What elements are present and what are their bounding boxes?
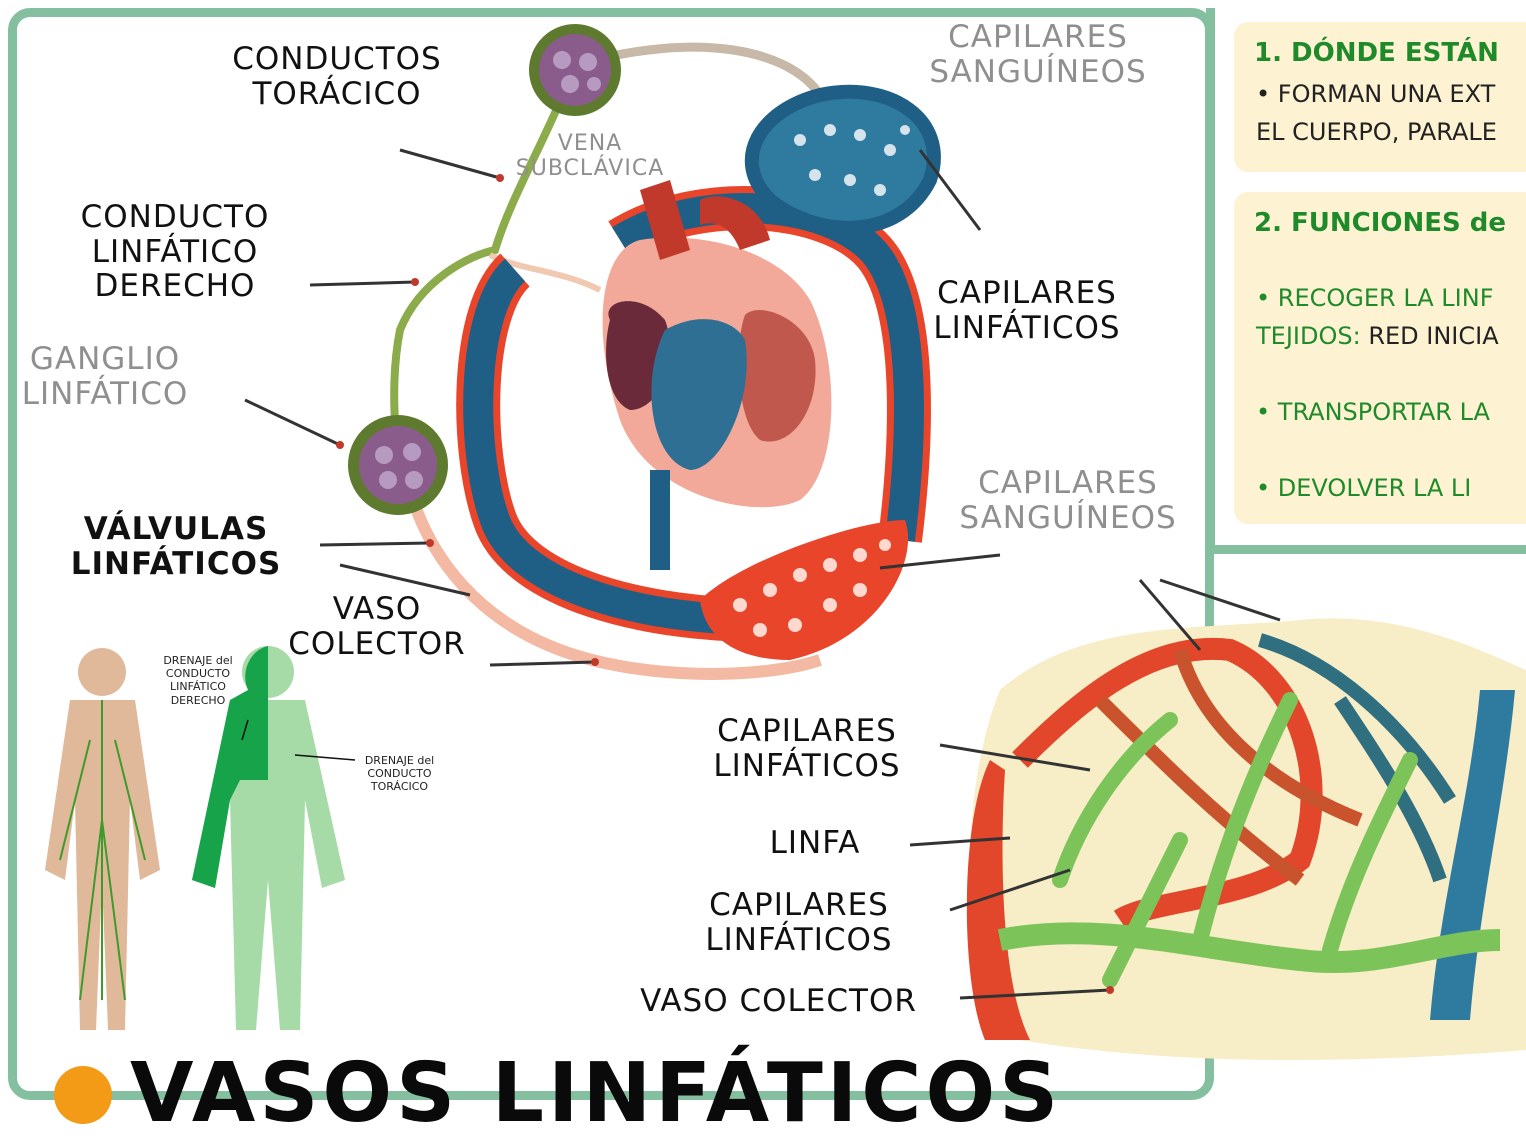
lymph-node-top <box>529 24 621 116</box>
main-frame <box>8 8 1214 1100</box>
card2-item3: • DEVOLVER LA LI <box>1256 474 1472 502</box>
frame-divider-vertical <box>1206 8 1215 554</box>
frame-divider-horizontal <box>1208 545 1526 554</box>
heart <box>602 180 832 570</box>
page-title: VASOS LINFÁTICOS <box>130 1046 1063 1141</box>
card1-line1: • FORMAN UNA EXT <box>1256 80 1496 108</box>
card2-item1a: • RECOGER LA LINF <box>1256 284 1494 312</box>
label-capilares-linfaticos-top: CAPILARES LINFÁTICOS <box>933 275 1121 346</box>
info-card-location: 1. DÓNDE ESTÁN • FORMAN UNA EXT EL CUERP… <box>1234 22 1526 172</box>
thoracic-duct-vessel <box>390 88 569 471</box>
card2-item1c: RED INICIA <box>1368 322 1499 350</box>
info-card-functions: 2. FUNCIONES de • RECOGER LA LINF TEJIDO… <box>1234 192 1526 524</box>
body-drainage-map <box>192 646 345 1030</box>
label-vena-subclavica: VENA SUBCLÁVICA <box>515 131 665 181</box>
label-vaso-colector-low: VASO COLECTOR <box>640 983 917 1019</box>
label-capilares-linfaticos-mid: CAPILARES LINFÁTICOS <box>713 713 901 784</box>
label-ganglio-linfatico: GANGLIO LINFÁTICO <box>21 341 189 412</box>
card2-heading: 2. FUNCIONES de <box>1254 208 1507 238</box>
label-capilares-sanguineos-top: CAPILARES SANGUÍNEOS <box>929 19 1147 90</box>
body-lymph-map <box>45 648 160 1030</box>
lymph-node-bottom <box>348 415 448 515</box>
blood-capillaries-top <box>744 84 941 235</box>
label-valvulas-linfaticos: VÁLVULAS LINFÁTICOS <box>70 511 282 582</box>
blood-capillaries-bottom <box>700 520 909 660</box>
card1-line2: EL CUERPO, PARALE <box>1256 118 1497 146</box>
label-capilares-linfaticos-low: CAPILARES LINFÁTICOS <box>705 887 893 958</box>
label-linfa: LINFA <box>769 825 861 861</box>
label-drenaje-toracico: DRENAJE del CONDUCTO TORÁCICO <box>364 754 435 794</box>
collector-vessel <box>404 488 822 680</box>
label-conductos-toracico: CONDUCTOS TORÁCICO <box>232 41 442 112</box>
label-drenaje-derecho: DRENAJE del CONDUCTO LINFÁTICO DERECHO <box>163 654 233 707</box>
card2-item2: • TRANSPORTAR LA <box>1256 398 1490 426</box>
title-bullet-icon <box>54 1066 112 1124</box>
pointer-lines <box>244 148 1281 1000</box>
label-vaso-colector-top: VASO COLECTOR <box>288 591 466 662</box>
card2-item1b: TEJIDOS: <box>1256 322 1361 350</box>
label-conducto-linfatico-derecho: CONDUCTO LINFÁTICO DERECHO <box>80 199 270 305</box>
capillary-bed-illustration <box>966 618 1526 1060</box>
card2-item1-line2: TEJIDOS: RED INICIA <box>1256 322 1499 350</box>
card1-heading: 1. DÓNDE ESTÁN <box>1254 38 1499 68</box>
label-capilares-sanguineos-mid: CAPILARES SANGUÍNEOS <box>959 465 1177 536</box>
